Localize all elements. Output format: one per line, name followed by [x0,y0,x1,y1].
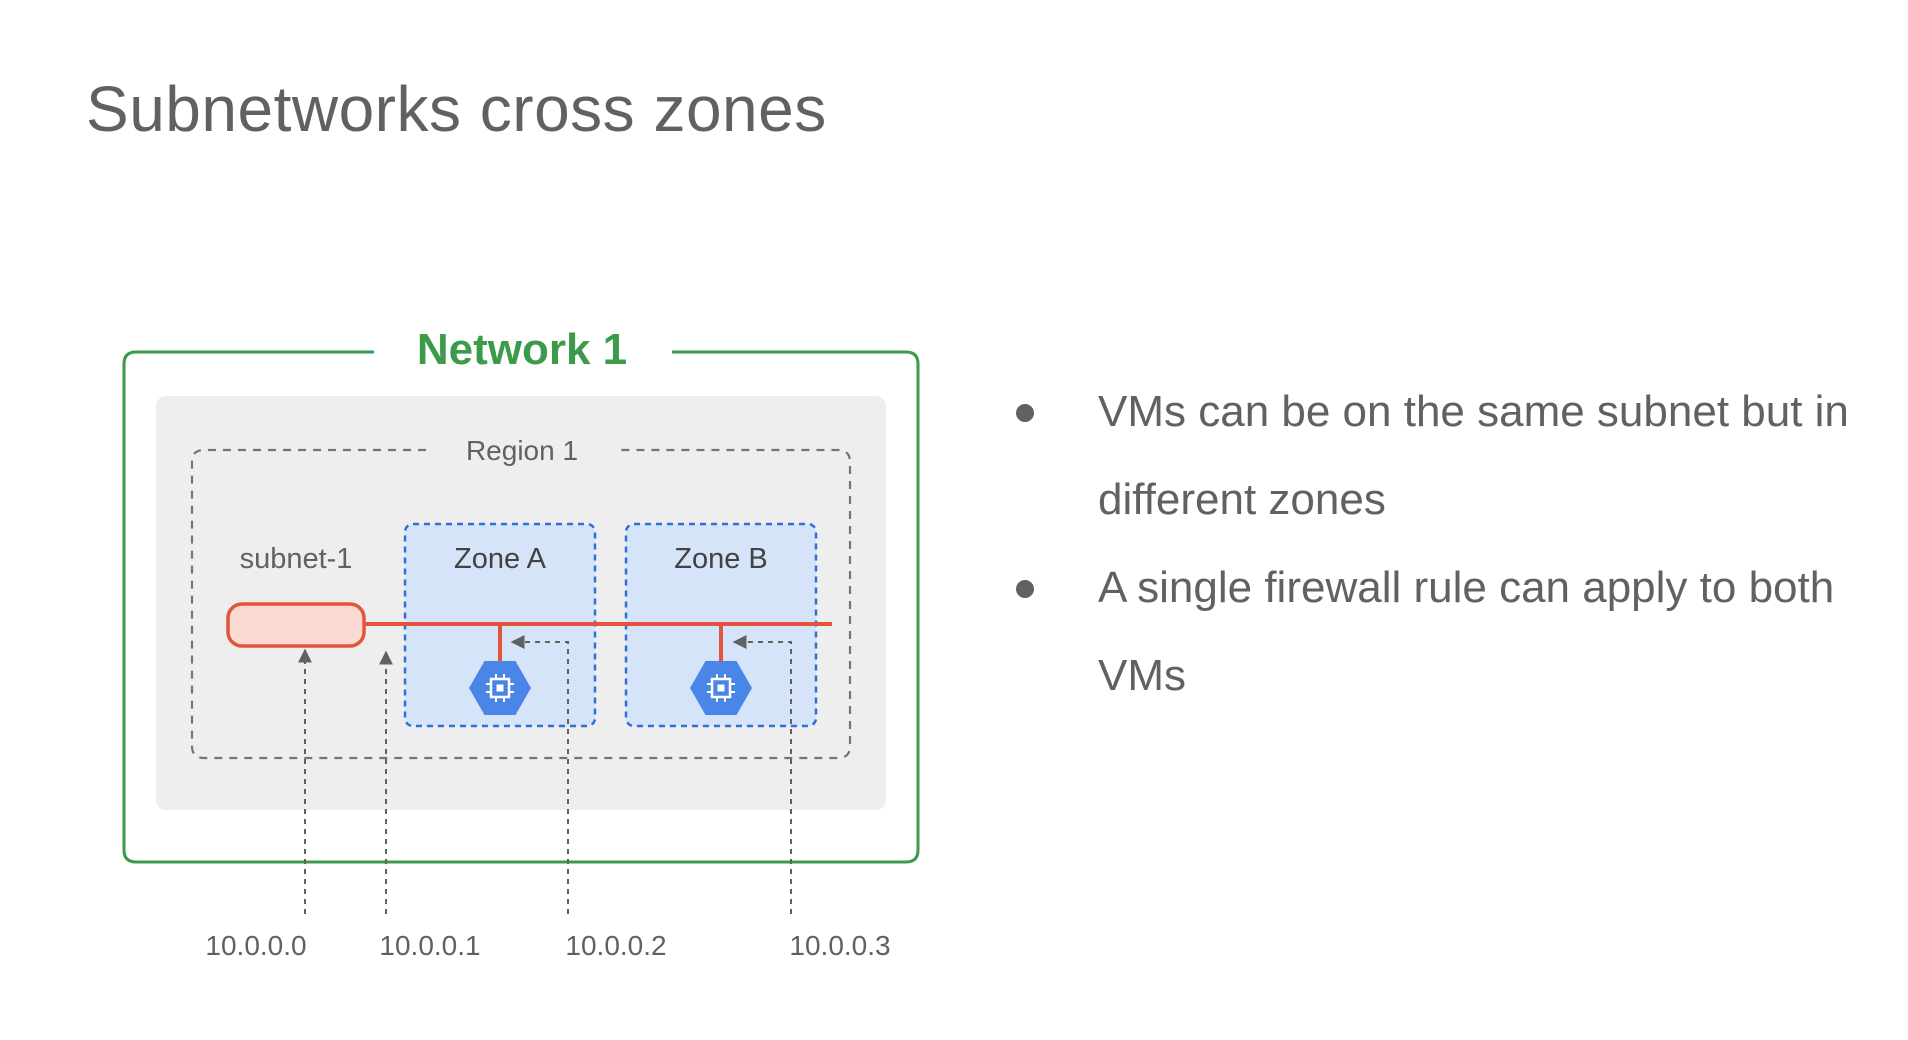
ip-label: 10.0.0.1 [379,930,480,961]
network-border [122,350,920,864]
ip-label: 10.0.0.3 [789,930,890,961]
zone-b-label: Zone B [674,543,768,575]
zone-a-label: Zone A [454,543,547,575]
bullet-item: VMs can be on the same subnet but in dif… [1000,368,1860,544]
network-label: Network 1 [417,325,627,374]
slide-title: Subnetworks cross zones [86,73,827,145]
bullet-text: VMs can be on the same subnet but in dif… [1098,387,1849,524]
compute-engine-icon [690,661,752,715]
bullet-item: A single firewall rule can apply to both… [1000,544,1860,720]
subnet-label: subnet-1 [240,543,353,575]
ip-arrow-10-0-0-3 [732,635,792,914]
bullet-text: A single firewall rule can apply to both… [1098,563,1835,700]
bullet-dot-icon [1016,404,1034,422]
ip-label: 10.0.0.0 [205,930,306,961]
bullet-list: VMs can be on the same subnet but in dif… [1000,368,1860,720]
compute-engine-icon [469,661,531,715]
region-label: Region 1 [466,435,578,466]
subnet-pill [226,602,366,648]
bullet-dot-icon [1016,580,1034,598]
region-border [190,448,852,760]
ip-label: 10.0.0.2 [565,930,666,961]
ip-arrow-10-0-0-2 [510,635,569,914]
